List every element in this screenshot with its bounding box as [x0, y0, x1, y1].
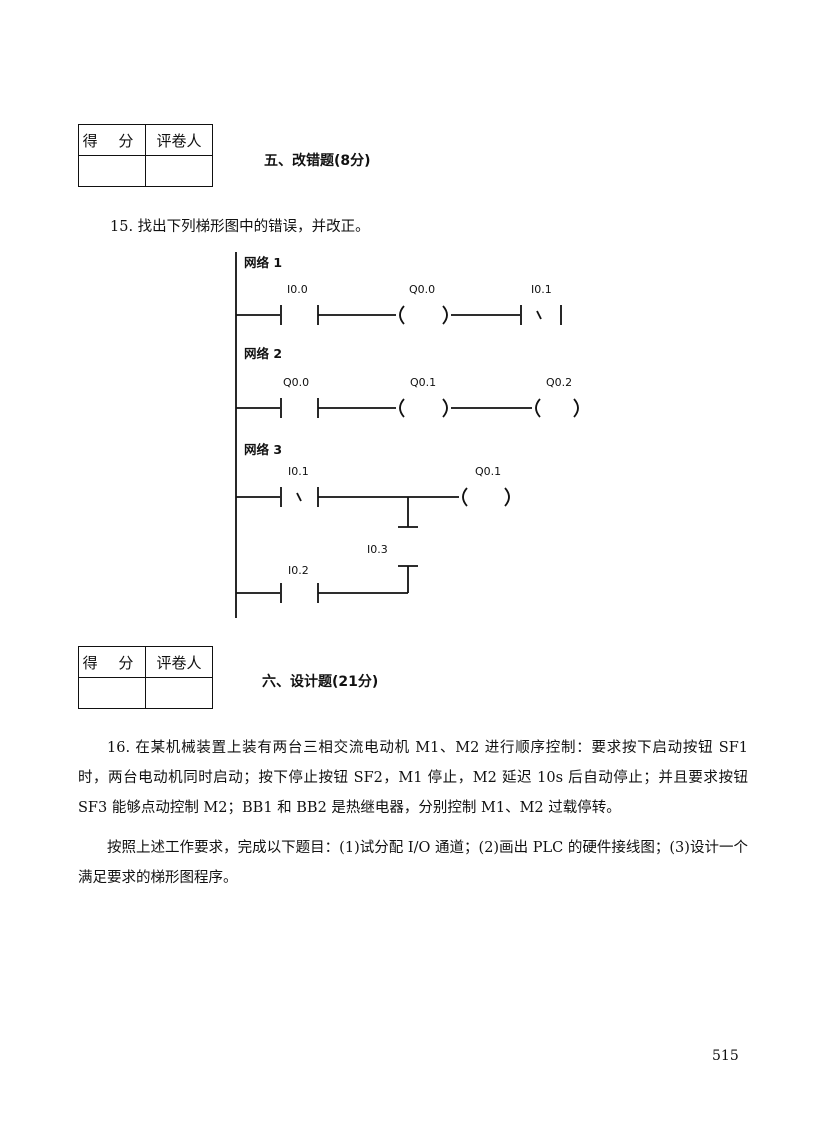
n1-nc-address: I0.1 — [531, 283, 552, 296]
n3-nc-address: I0.1 — [288, 465, 309, 478]
section-5-title: 五、改错题(8分) — [264, 153, 371, 169]
grader-label: 评卷人 — [145, 124, 213, 156]
question-15: 15. 找出下列梯形图中的错误，并改正。 — [110, 219, 370, 235]
n2-coil2-left — [535, 398, 541, 418]
page-number: 515 — [712, 1048, 739, 1064]
score-box-1: 得 分 评卷人 — [78, 124, 213, 187]
n3-coil-address: Q0.1 — [475, 465, 501, 478]
n3-vcontact-address: I0.3 — [367, 543, 388, 556]
score-label: 得 分 — [78, 124, 146, 156]
grader-label: 评卷人 — [145, 646, 213, 678]
n2-coil2-right — [573, 398, 579, 418]
n2-contact-address: Q0.0 — [283, 376, 309, 389]
n2-coil1-left — [399, 398, 405, 418]
n3-coil-right — [504, 487, 510, 507]
question-16-body: 16. 在某机械装置上装有两台三相交流电动机 M1、M2 进行顺序控制：要求按下… — [78, 740, 748, 816]
score-box-2: 得 分 评卷人 — [78, 646, 213, 709]
grader-cell[interactable] — [145, 677, 213, 709]
network-1-label: 网络 1 — [244, 255, 282, 270]
network-3-label: 网络 3 — [244, 442, 282, 457]
score-label: 得 分 — [78, 646, 146, 678]
n1-coil-left — [399, 305, 405, 325]
n3-lower-contact-address: I0.2 — [288, 564, 309, 577]
n1-coil-right — [442, 305, 448, 325]
n1-coil-address: Q0.0 — [409, 283, 435, 296]
n2-coil1-right — [442, 398, 448, 418]
n1-contact-address: I0.0 — [287, 283, 308, 296]
score-cell[interactable] — [78, 677, 146, 709]
network-2-label: 网络 2 — [244, 346, 282, 361]
n2-coil1-address: Q0.1 — [410, 376, 436, 389]
grader-cell[interactable] — [145, 155, 213, 187]
section-6-title: 六、设计题(21分) — [262, 674, 379, 690]
n3-nc-slash — [296, 492, 302, 502]
question-16-tasks: 按照上述工作要求，完成以下题目：(1)试分配 I/O 通道；(2)画出 PLC … — [78, 840, 748, 886]
n3-coil-left — [462, 487, 468, 507]
n2-coil2-address: Q0.2 — [546, 376, 572, 389]
n1-nc-slash — [536, 310, 542, 320]
